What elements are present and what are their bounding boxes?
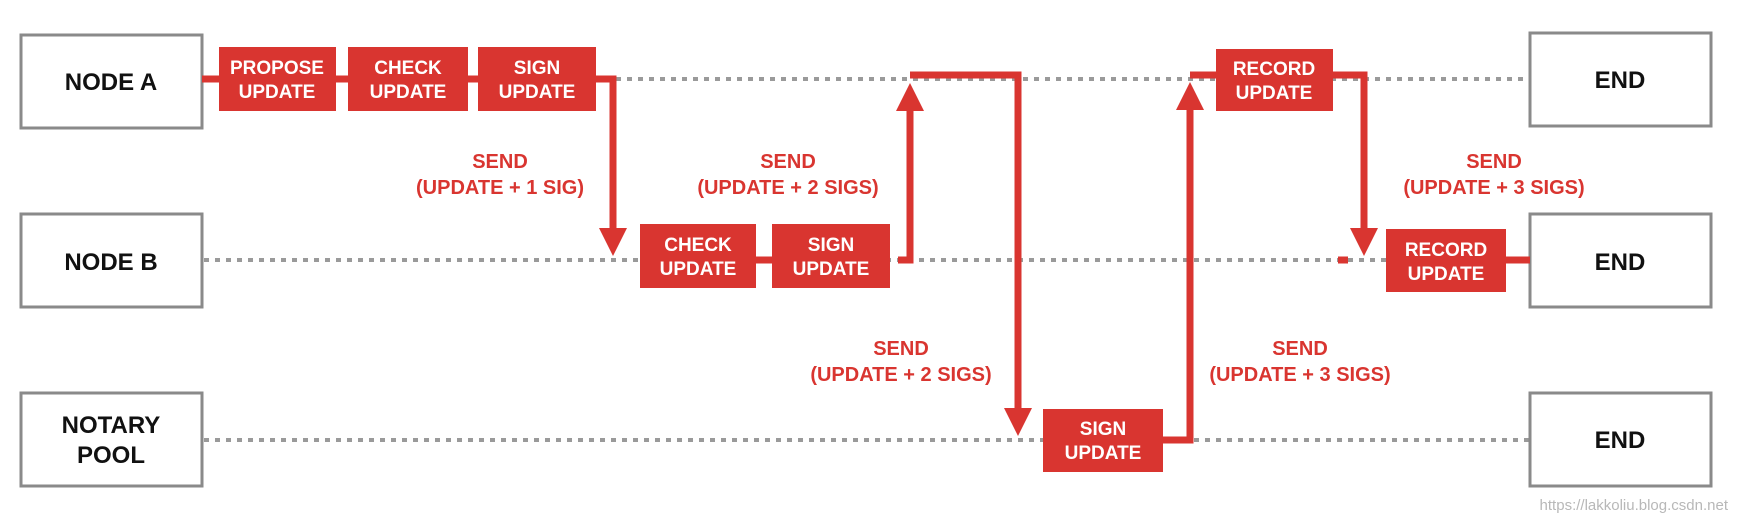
notary-pool-label-line-2: POOL [77,442,145,469]
step-sign-update-node-a: SIGN UPDATE [478,47,596,111]
step-label-line-2: UPDATE [239,82,316,103]
arrow-b-to-a [896,83,924,264]
send-label-b-to-a: SEND (UPDATE + 2 SIGS) [697,151,878,199]
send-label-a-to-b: SEND (UPDATE + 1 SIG) [416,151,584,199]
node-b-label: NODE B [64,249,157,276]
step-propose-update: PROPOSE UPDATE [219,47,336,111]
send-label-line-1: SEND [1466,151,1522,173]
send-label-line-2: (UPDATE + 3 SIGS) [1209,364,1390,386]
step-label-line-2: UPDATE [660,259,737,280]
step-sign-update-notary-pool: SIGN UPDATE [1043,409,1163,472]
send-label-line-1: SEND [1272,338,1328,360]
send-label-notary-to-a: SEND (UPDATE + 3 SIGS) [1209,338,1390,386]
step-check-update-node-b: CHECK UPDATE [640,224,756,288]
end-label: END [1595,67,1646,94]
send-label-line-2: (UPDATE + 1 SIG) [416,177,584,199]
step-label-line-2: UPDATE [1236,83,1313,104]
send-label-line-2: (UPDATE + 2 SIGS) [697,177,878,199]
end-box-notary-pool: END [1528,391,1713,488]
arrow-a-to-b-final [1333,71,1378,256]
step-label-line-2: UPDATE [370,82,447,103]
end-box-node-b: END [1528,212,1713,309]
send-label-a-to-b-final: SEND (UPDATE + 3 SIGS) [1403,151,1584,199]
step-record-update-node-b: RECORD UPDATE [1386,229,1506,292]
step-label-line-1: SIGN [514,58,560,79]
step-label-line-1: PROPOSE [230,58,324,79]
step-label-line-1: CHECK [374,58,442,79]
step-check-update-node-a: CHECK UPDATE [348,47,468,111]
step-sign-update-node-b: SIGN UPDATE [772,224,890,288]
end-label: END [1595,427,1646,454]
send-label-line-1: SEND [873,338,929,360]
step-label-line-1: CHECK [664,235,732,256]
node-b-box: NODE B [19,212,204,309]
step-label-line-1: SIGN [1080,419,1126,440]
step-label-line-2: UPDATE [499,82,576,103]
step-label-line-1: RECORD [1405,240,1487,261]
step-label-line-2: UPDATE [1065,443,1142,464]
end-label: END [1595,249,1646,276]
arrow-a-to-b [596,75,627,256]
send-label-line-1: SEND [472,151,528,173]
step-label-line-1: SIGN [808,235,854,256]
notary-pool-box: NOTARY POOL [19,391,204,488]
send-label-line-1: SEND [760,151,816,173]
step-record-update-node-a: RECORD UPDATE [1216,49,1333,111]
node-a-box: NODE A [19,33,204,130]
send-label-a-to-notary: SEND (UPDATE + 2 SIGS) [810,338,991,386]
arrow-a-to-notary [910,71,1032,436]
watermark-text: https://lakkoliu.blog.csdn.net [1540,497,1729,514]
step-label-line-1: RECORD [1233,59,1315,80]
end-box-node-a: END [1528,31,1713,128]
node-a-label: NODE A [65,69,157,96]
step-label-line-2: UPDATE [793,259,870,280]
step-label-line-2: UPDATE [1408,264,1485,285]
arrow-notary-to-a [1163,82,1204,444]
send-label-line-2: (UPDATE + 3 SIGS) [1403,177,1584,199]
send-label-line-2: (UPDATE + 2 SIGS) [810,364,991,386]
notary-pool-label-line-1: NOTARY [62,412,161,439]
